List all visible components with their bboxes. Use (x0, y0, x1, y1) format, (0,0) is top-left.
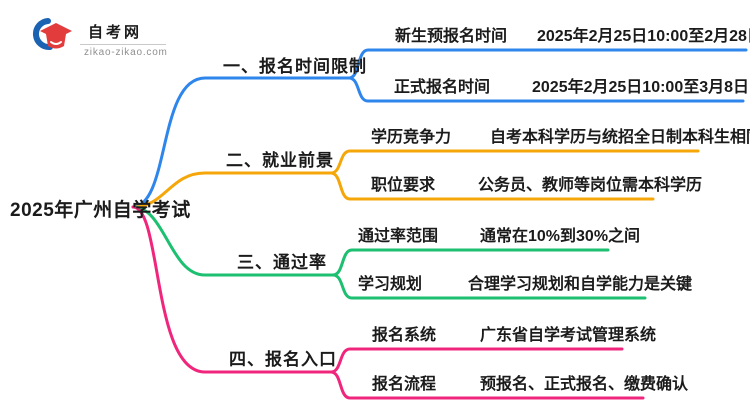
node-label: 学历竞争力 (371, 129, 452, 146)
branch-3-label: 三、通过率 (237, 253, 327, 272)
site-name: 自考网 (88, 24, 143, 41)
node-value: 通常在10%到30%之间 (480, 228, 641, 245)
logo-divider (80, 44, 166, 45)
node-value: 自考本科学历与统招全日制本科生相同 (490, 129, 750, 146)
node-value: 合理学习规划和自学能力是关键 (468, 276, 693, 293)
node-label: 通过率范围 (358, 228, 439, 245)
logo: 自考网 zikao-zikao.com (28, 10, 178, 60)
central-topic: 2025年广州自学考试 (10, 200, 191, 221)
node-value: 2025年2月25日10:00至3月8日17:00 (532, 79, 750, 96)
node-label: 报名流程 (372, 376, 437, 393)
branch-4-label: 四、报名入口 (229, 350, 337, 369)
branch-1-label: 一、报名时间限制 (223, 57, 367, 76)
node-value: 2025年2月25日10:00至2月28日12:00 (537, 28, 750, 45)
node-label: 报名系统 (372, 327, 437, 344)
branch-2-lines (131, 149, 700, 209)
graduation-cap-icon (33, 18, 72, 51)
branch-2-label: 二、就业前景 (226, 151, 334, 170)
node-label: 职位要求 (371, 177, 436, 194)
node-label: 学习规划 (358, 276, 423, 293)
branch-4-lines (131, 205, 645, 400)
node-value: 公务员、教师等岗位需本科学历 (478, 177, 703, 194)
node-label: 正式报名时间 (394, 79, 491, 96)
branch-3-lines (131, 205, 647, 300)
branch-1-lines (131, 48, 748, 209)
node-label: 新生预报名时间 (395, 28, 508, 45)
node-value: 预报名、正式报名、缴费确认 (480, 376, 689, 393)
node-value: 广东省自学考试管理系统 (480, 327, 657, 344)
site-url: zikao-zikao.com (84, 47, 168, 58)
